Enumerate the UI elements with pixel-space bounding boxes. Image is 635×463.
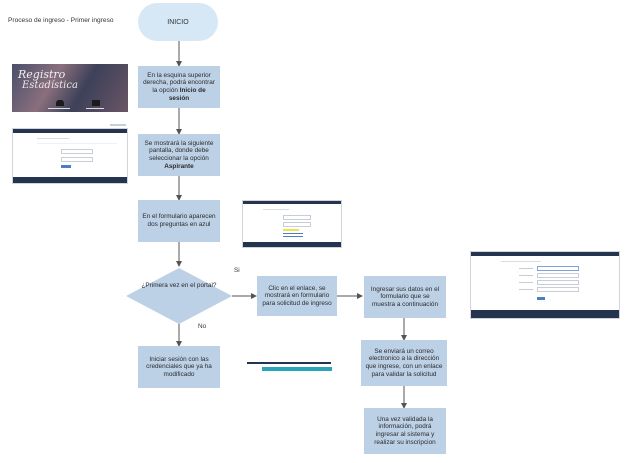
form-questions-thumbnail [242, 200, 342, 248]
reg-label-2 [519, 275, 533, 276]
monitor-icon [92, 100, 100, 106]
login-top-bar [13, 129, 127, 133]
step1-text: En la esquina superior derecha, podrá en… [143, 71, 215, 94]
step2-text: Se mostrará la siguiente pantalla, donde… [144, 139, 214, 162]
reg-field-2 [537, 273, 579, 278]
reg-field-1 [537, 266, 579, 271]
form-highlight [283, 229, 299, 231]
step-login-option: En la esquina superior derecha, podrá en… [138, 66, 220, 108]
form-blue-question-1 [283, 233, 303, 234]
reg-label-1 [519, 268, 533, 269]
step1-bold: Inicio de sesión [168, 87, 206, 102]
reg-label-4 [519, 289, 533, 290]
banner-link-1 [48, 108, 70, 109]
banner-logo-line1: Registro [18, 68, 66, 81]
login-footer-bar [13, 177, 127, 183]
login-field-1 [61, 149, 93, 154]
banner-caption-mark [110, 124, 126, 126]
reg-field-4 [537, 287, 579, 292]
login-heading-line [37, 138, 69, 139]
reg-label-3 [519, 282, 533, 283]
no-branch-text: Iniciar sesión con las credenciales que … [146, 355, 212, 378]
step2-bold: Aspirante [164, 162, 194, 170]
login-divider [37, 143, 117, 144]
login-field-2 [61, 157, 93, 162]
step-enter-data: Ingresar sus datos en el formulario que … [364, 276, 446, 318]
page-title: Proceso de ingreso - Primer ingreso [8, 17, 114, 24]
banner-link-2 [86, 108, 104, 109]
yes2-text: Ingresar sus datos en el formulario que … [370, 285, 440, 308]
link-thumbnail-bar [262, 367, 332, 371]
login-screen-thumbnail [12, 128, 128, 184]
step-form-questions: En el formulario aparecen dos preguntas … [138, 200, 220, 242]
reg-top-bar [471, 252, 619, 256]
portal-banner-thumbnail: Registro Estadística [12, 64, 128, 112]
step3-text: En el formulario aparecen dos preguntas … [142, 213, 216, 228]
start-node: INICIO [138, 3, 218, 41]
link-thumbnail-top [247, 362, 331, 364]
step-login-credentials: Iniciar sesión con las credenciales que … [138, 346, 220, 388]
reg-submit-button [537, 297, 545, 300]
yes-label: Si [234, 267, 240, 274]
step-select-aspirante: Se mostrará la siguiente pantalla, donde… [138, 134, 220, 176]
start-label: INICIO [167, 18, 189, 26]
yes1-text: Clic en el enlace, se mostrará en formul… [262, 284, 332, 307]
reg-heading-line [501, 261, 541, 262]
user-icon [56, 100, 64, 106]
yes4-text: Una vez validada la información, podrá i… [374, 415, 436, 446]
step-click-link: Clic en el enlace, se mostrará en formul… [257, 276, 337, 316]
banner-logo-line2: Estadística [22, 80, 78, 91]
yes3-text: Se enviará un correo electronico a la di… [365, 347, 443, 378]
no-label: No [198, 323, 207, 330]
login-button [61, 165, 71, 168]
reg-field-3 [537, 280, 579, 285]
form-heading-line [263, 209, 289, 210]
form-footer-bar [243, 242, 341, 247]
reg-footer-bar [471, 310, 619, 318]
form-field-2 [283, 222, 311, 227]
decision-label: ¿Primera vez en el portal? [141, 282, 217, 289]
decision-diamond [126, 268, 232, 324]
step-email-sent: Se enviará un correo electronico a la di… [361, 340, 447, 386]
form-blue-question-2 [283, 236, 303, 237]
registration-form-thumbnail [470, 251, 620, 319]
form-field-1 [283, 215, 311, 220]
step-validated: Una vez validada la información, podrá i… [364, 408, 446, 454]
form-top-bar [243, 201, 341, 204]
